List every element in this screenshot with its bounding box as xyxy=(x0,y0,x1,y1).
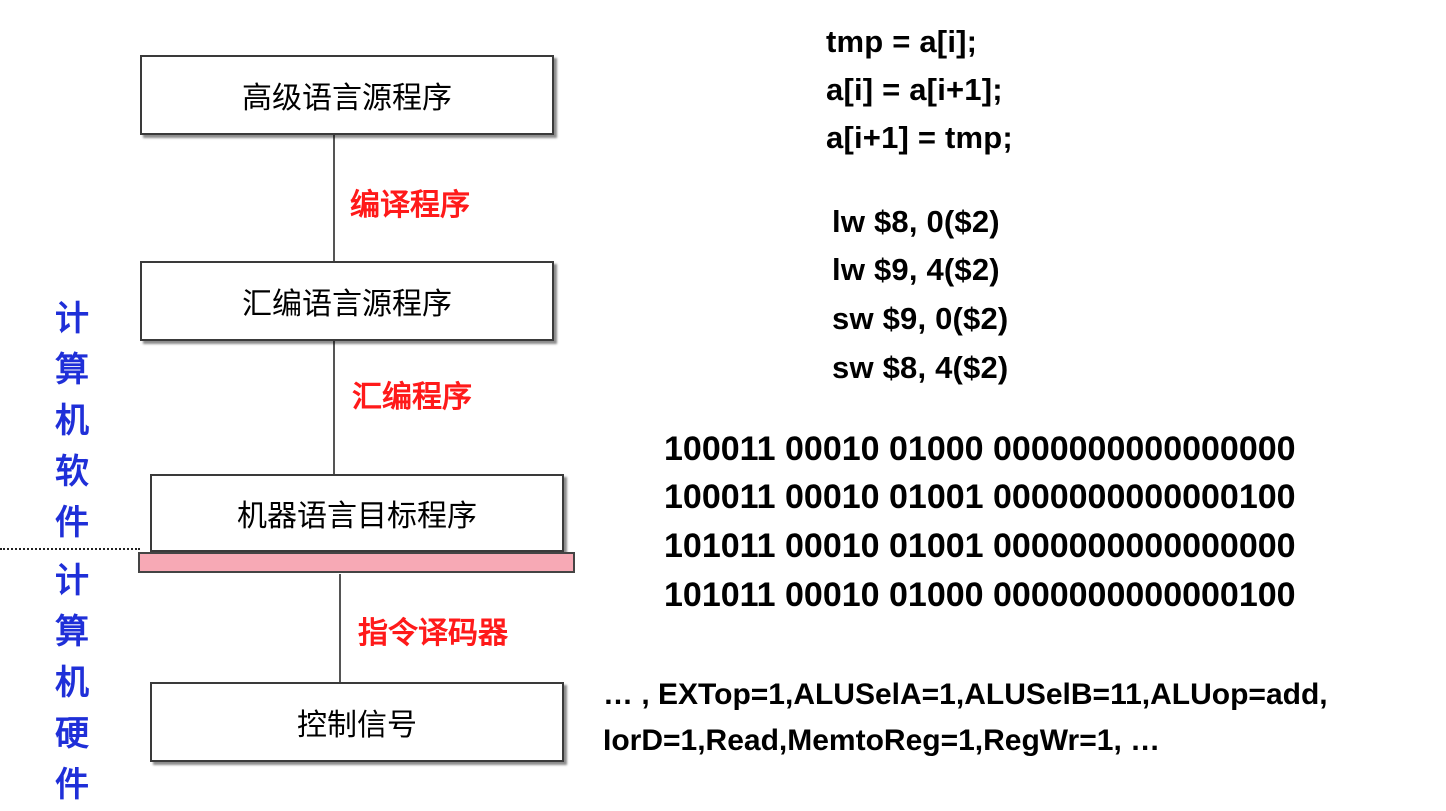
software-hardware-divider-bar xyxy=(138,552,575,573)
computer-hardware-label: 计算机硬件 xyxy=(55,561,89,805)
machine-code-line: 100011 00010 01001 0000000000000100 xyxy=(664,478,1296,516)
control-signal-line: IorD=1,Read,MemtoReg=1,RegWr=1, … xyxy=(603,724,1161,757)
machine-code-line: 101011 00010 01001 0000000000000000 xyxy=(664,527,1296,565)
high-level-code-line: tmp = a[i]; xyxy=(826,24,978,59)
high-level-source-label: 高级语言源程序 xyxy=(242,81,452,116)
assembly-source-label: 汇编语言源程序 xyxy=(242,287,452,322)
high-level-code-line: a[i] = a[i+1]; xyxy=(826,72,1003,107)
computer-software-label: 计算机软件 xyxy=(55,299,89,543)
connector-line-2 xyxy=(333,341,335,474)
assembly-code-line: lw $9, 4($2) xyxy=(832,252,1000,287)
assembly-code-line: sw $9, 0($2) xyxy=(832,301,1009,336)
connector-line-3 xyxy=(339,574,341,682)
assembly-source-box: 汇编语言源程序 xyxy=(140,261,554,341)
connector-line-1 xyxy=(333,135,335,261)
instruction-decoder-label: 指令译码器 xyxy=(358,616,508,651)
assembler-label: 汇编程序 xyxy=(352,380,472,415)
assembly-code-line: lw $8, 0($2) xyxy=(832,204,1000,239)
control-signals-label: 控制信号 xyxy=(297,708,417,743)
machine-code-line: 100011 00010 01000 0000000000000000 xyxy=(664,430,1296,468)
control-signal-line: … , EXTop=1,ALUSelA=1,ALUSelB=11,ALUop=a… xyxy=(603,678,1328,711)
software-hardware-dotted-line xyxy=(0,548,140,550)
compiler-label: 编译程序 xyxy=(350,188,470,223)
machine-code-line: 101011 00010 01000 0000000000000100 xyxy=(664,576,1296,614)
machine-object-box: 机器语言目标程序 xyxy=(150,474,564,552)
high-level-source-box: 高级语言源程序 xyxy=(140,55,554,135)
assembly-code-line: sw $8, 4($2) xyxy=(832,350,1009,385)
high-level-code-line: a[i+1] = tmp; xyxy=(826,120,1013,155)
machine-object-label: 机器语言目标程序 xyxy=(237,499,477,534)
control-signals-box: 控制信号 xyxy=(150,682,564,762)
